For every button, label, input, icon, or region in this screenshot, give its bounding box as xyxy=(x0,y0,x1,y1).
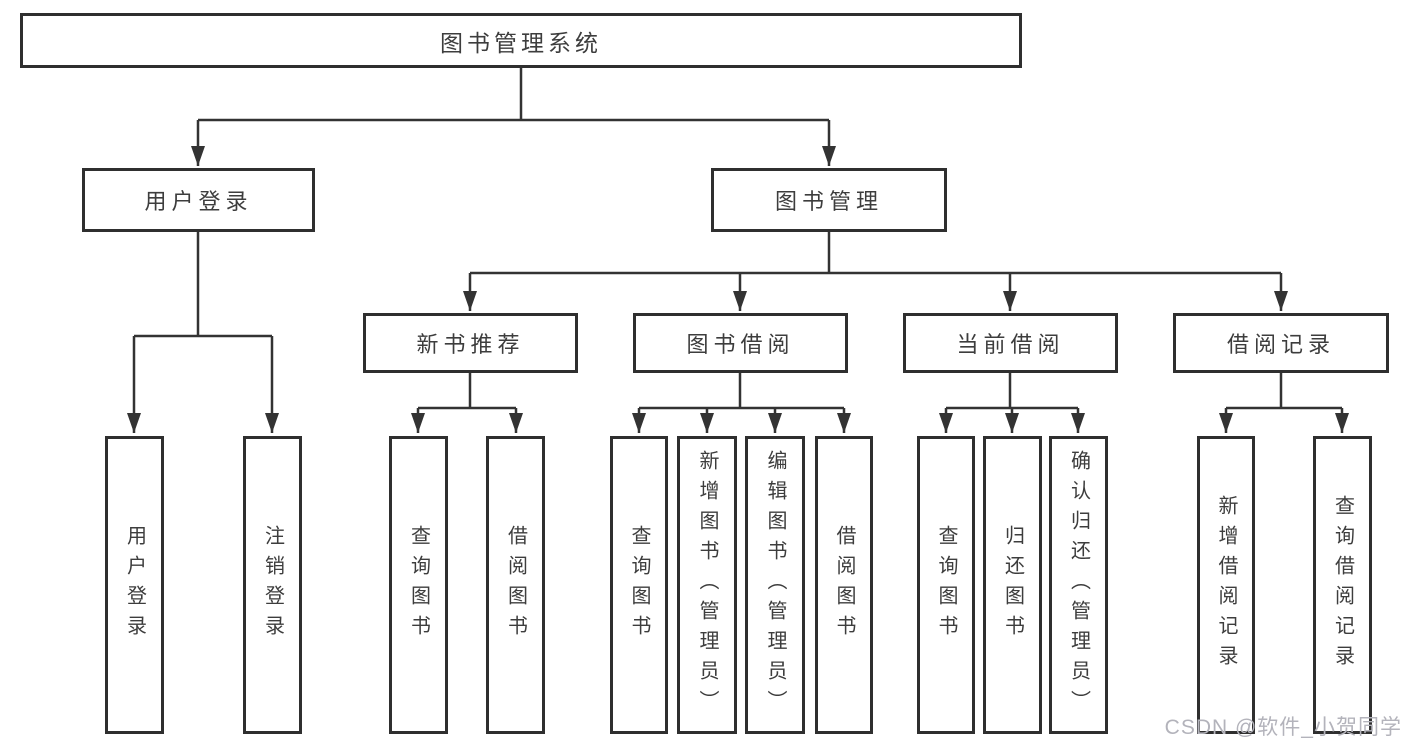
leaf-query-books: 查询图书 xyxy=(610,436,668,734)
leaf-edit-books-admin: 编辑图书（管理员） xyxy=(745,436,805,734)
leaf-label: 查询图书 xyxy=(628,525,650,645)
node-label: 新书推荐 xyxy=(416,332,525,357)
leaf-return-books: 归还图书 xyxy=(983,436,1042,734)
node-user-login: 用户登录 xyxy=(82,168,315,232)
leaf-borrow-books: 借阅图书 xyxy=(486,436,545,734)
leaf-label: 查询图书 xyxy=(407,525,430,645)
node-label: 图书借阅 xyxy=(686,332,795,357)
connector-new-book-group xyxy=(418,373,516,410)
leaf-label: 确认归还（管理员） xyxy=(1067,450,1090,720)
leaf-user-login: 用户登录 xyxy=(105,436,164,734)
leaf-confirm-return-admin: 确认归还（管理员） xyxy=(1049,436,1108,734)
leaf-query-borrow-record: 查询借阅记录 xyxy=(1313,436,1372,734)
node-label: 图书管理系统 xyxy=(440,29,602,56)
leaf-query-books: 查询图书 xyxy=(917,436,975,734)
leaf-add-borrow-record: 新增借阅记录 xyxy=(1197,436,1255,734)
leaf-label: 用户登录 xyxy=(123,525,146,645)
node-root-library-management-system: 图书管理系统 xyxy=(20,13,1022,68)
leaf-label: 借阅图书 xyxy=(833,525,855,645)
leaf-label: 注销登录 xyxy=(261,525,284,645)
connector-borrow-records-group xyxy=(1226,373,1342,410)
leaf-label: 归还图书 xyxy=(1001,525,1024,645)
node-label: 图书管理 xyxy=(774,189,883,214)
connector-user-login-group xyxy=(134,232,272,338)
leaf-query-books: 查询图书 xyxy=(389,436,448,734)
leaf-logout: 注销登录 xyxy=(243,436,302,734)
csdn-watermark: CSDN @软件_小贺同学 xyxy=(1164,716,1402,739)
leaf-label: 查询借阅记录 xyxy=(1331,495,1354,675)
leaf-borrow-books: 借阅图书 xyxy=(815,436,873,734)
node-current-borrow: 当前借阅 xyxy=(903,313,1118,373)
leaf-label: 借阅图书 xyxy=(504,525,527,645)
node-borrow-records: 借阅记录 xyxy=(1173,313,1389,373)
leaf-label: 新增图书（管理员） xyxy=(696,450,718,720)
connector-bookmgmt-to-level3 xyxy=(470,232,1281,275)
node-label: 借阅记录 xyxy=(1226,332,1335,357)
node-book-borrow: 图书借阅 xyxy=(633,313,848,373)
leaf-label: 新增借阅记录 xyxy=(1215,495,1237,675)
node-label: 当前借阅 xyxy=(956,332,1065,357)
leaf-label: 查询图书 xyxy=(935,525,957,645)
leaf-add-books-admin: 新增图书（管理员） xyxy=(677,436,737,734)
node-book-management: 图书管理 xyxy=(711,168,947,232)
connector-root-to-level2 xyxy=(198,68,829,122)
leaf-label: 编辑图书（管理员） xyxy=(764,450,786,720)
connector-current-borrow-group xyxy=(946,373,1078,410)
connector-book-borrow-group xyxy=(639,373,844,410)
node-new-book-recommend: 新书推荐 xyxy=(363,313,578,373)
node-label: 用户登录 xyxy=(144,189,253,214)
